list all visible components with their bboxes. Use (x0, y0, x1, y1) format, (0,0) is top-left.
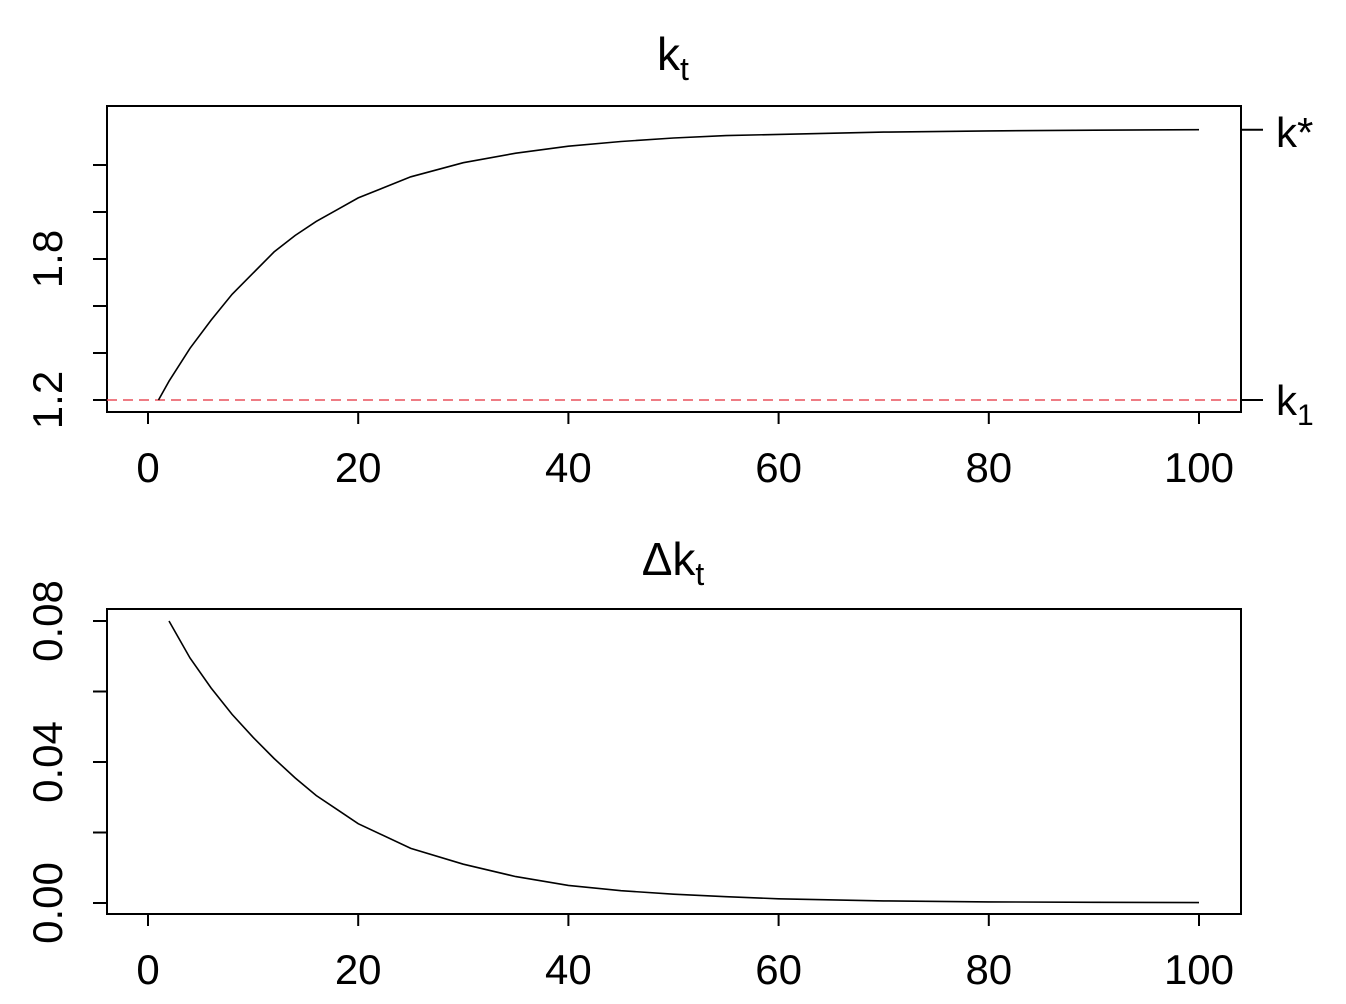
x-tick-label: 60 (755, 946, 802, 993)
initial-capital-label: k1 (1276, 377, 1314, 432)
series-line-capital-change (168, 620, 1200, 904)
y-tick-label: 0.04 (24, 721, 71, 803)
plot-frame-k (106, 105, 1242, 413)
x-tick-label: 0 (136, 444, 159, 491)
steady-state-label: k* (1276, 109, 1313, 156)
series-line-capital (157, 128, 1200, 401)
x-tick-label: 40 (545, 444, 592, 491)
x-tick-label: 100 (1164, 946, 1234, 993)
y-tick-label: 0.08 (24, 580, 71, 662)
x-tick-label: 100 (1164, 444, 1234, 491)
y-tick-label: 1.8 (24, 230, 71, 288)
panel-capital-change: Δkt 0 20 40 60 80 100 0.00 0.04 0.08 (24, 533, 1242, 993)
y-tick-label: 1.2 (24, 371, 71, 429)
x-tick-label: 40 (545, 946, 592, 993)
x-tick-label: 80 (965, 444, 1012, 491)
x-tick-label: 20 (335, 444, 382, 491)
x-tick-label: 0 (136, 946, 159, 993)
x-tick-label: 20 (335, 946, 382, 993)
x-tick-label: 80 (965, 946, 1012, 993)
chart-title: kt (657, 28, 689, 87)
panel-capital-level: kt 0 20 40 60 80 100 1.2 1.8 k* k1 (24, 28, 1314, 491)
x-tick-label: 60 (755, 444, 802, 491)
y-tick-label: 0.00 (24, 862, 71, 944)
chart-title: Δkt (642, 533, 705, 592)
